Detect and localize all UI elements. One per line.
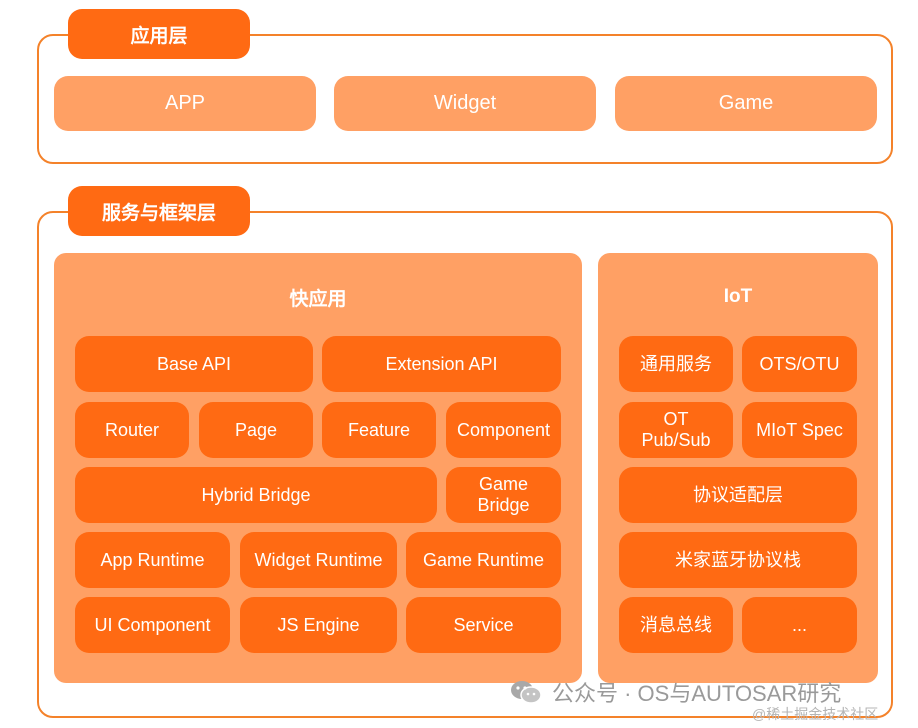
game-bridge-line2: Bridge [477, 495, 530, 515]
ot-pubsub-line1: OT [663, 409, 689, 429]
watermark-text: 公众号 · OS与AUTOSAR研究 [552, 681, 842, 706]
ot-pubsub-box: OT Pub/Sub [619, 402, 733, 458]
service-box: Service [406, 597, 561, 653]
app-runtime-box: App Runtime [75, 532, 230, 588]
iot-title: IoT [723, 286, 753, 307]
hybrid-bridge-box: Hybrid Bridge [75, 467, 437, 523]
general-service-box: 通用服务 [619, 336, 733, 392]
message-bus-box: 消息总线 [619, 597, 733, 653]
game-runtime-box: Game Runtime [406, 532, 561, 588]
app-layer-title: 应用层 [68, 9, 250, 59]
ui-component-box: UI Component [75, 597, 230, 653]
feature-box: Feature [322, 402, 436, 458]
watermark-secondary: @稀土掘金技术社区 [752, 706, 879, 722]
ot-pubsub-line2: Pub/Sub [641, 430, 711, 450]
more-box: ... [742, 597, 857, 653]
mijia-bt-stack-box: 米家蓝牙协议栈 [619, 532, 857, 588]
quickapp-title: 快应用 [289, 288, 347, 310]
watermark: 公众号 · OS与AUTOSAR研究 [510, 676, 910, 708]
app-item-game: Game [615, 76, 877, 131]
game-bridge-box: Game Bridge [446, 467, 561, 523]
miot-spec-box: MIoT Spec [742, 402, 857, 458]
service-layer-title: 服务与框架层 [68, 186, 250, 236]
page-box: Page [199, 402, 313, 458]
component-box: Component [446, 402, 561, 458]
js-engine-box: JS Engine [240, 597, 397, 653]
wechat-icon [510, 679, 542, 705]
extension-api-box: Extension API [322, 336, 561, 392]
ots-otu-box: OTS/OTU [742, 336, 857, 392]
game-bridge-line1: Game [478, 474, 529, 494]
app-item-widget: Widget [334, 76, 596, 131]
app-item-app: APP [54, 76, 316, 131]
router-box: Router [75, 402, 189, 458]
base-api-box: Base API [75, 336, 313, 392]
protocol-adapter-box: 协议适配层 [619, 467, 857, 523]
widget-runtime-box: Widget Runtime [240, 532, 397, 588]
